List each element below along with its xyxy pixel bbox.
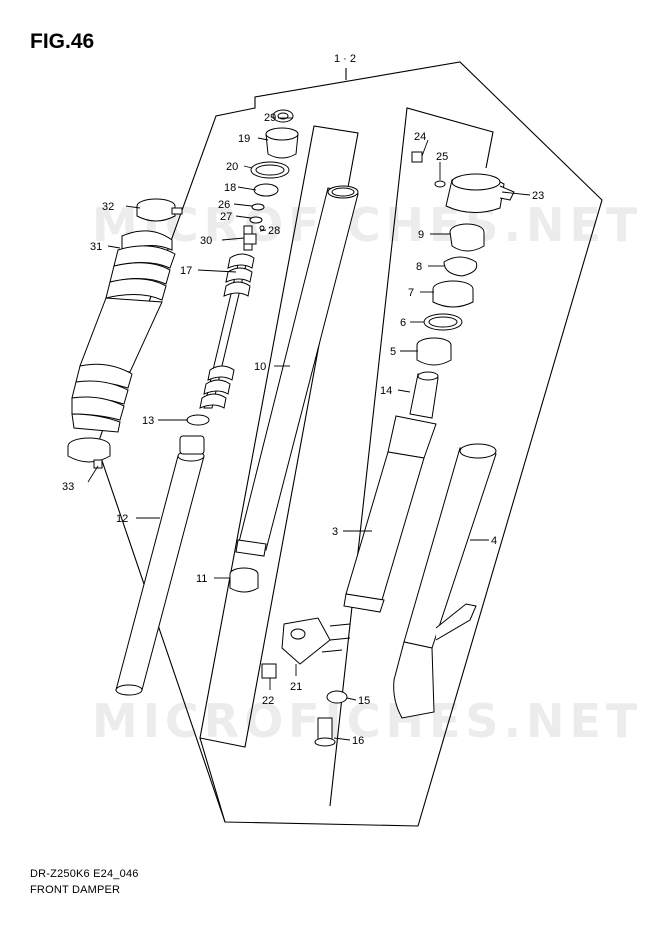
nut-22 — [261, 663, 277, 679]
damper-cylinder — [235, 185, 359, 557]
right-group-outline — [329, 107, 494, 807]
callout-26: 26 — [218, 199, 230, 211]
clamp-lower — [67, 437, 111, 469]
callout-15: 15 — [358, 695, 370, 707]
washer-18 — [253, 183, 279, 197]
assembly-outline — [96, 61, 603, 827]
callout-29: 29 — [264, 112, 276, 124]
callout-4: 4 — [491, 535, 497, 547]
callout-23: 23 — [532, 190, 544, 202]
callout-12: 12 — [116, 513, 128, 525]
outer-tube — [115, 435, 205, 696]
circlip-8 — [443, 256, 478, 277]
bolt-24 — [411, 151, 423, 163]
callout-16: 16 — [352, 735, 364, 747]
ring-11 — [229, 567, 259, 593]
nut-30 — [243, 233, 257, 245]
callout-labels: 1 · 2 29 19 20 18 26 27 28 30 17 32 31 1… — [62, 53, 544, 747]
inner-panel — [199, 125, 359, 748]
assembly-label: 1 · 2 — [334, 53, 356, 65]
callout-33: 33 — [62, 481, 74, 493]
callout-3: 3 — [332, 526, 338, 538]
collar-15 — [326, 690, 348, 704]
figure-code: DR-Z250K6 E24_046 — [30, 868, 139, 880]
callout-14: 14 — [380, 385, 392, 397]
callout-11: 11 — [196, 573, 207, 585]
inner-tube — [343, 371, 439, 613]
ring-6 — [423, 313, 463, 331]
callout-31: 31 — [90, 241, 102, 253]
callout-18: 18 — [224, 182, 236, 194]
cap-9 — [449, 223, 485, 252]
callout-6: 6 — [400, 317, 406, 329]
cap-bolt-19 — [265, 133, 299, 159]
callout-7: 7 — [408, 287, 414, 299]
callout-5: 5 — [390, 346, 396, 358]
seal-5 — [416, 337, 452, 366]
callout-20: 20 — [226, 161, 238, 173]
washer-26 — [251, 203, 265, 211]
damper-rod — [199, 225, 255, 409]
figure-title: FIG.46 — [30, 30, 95, 53]
top-cap-parts — [249, 109, 299, 231]
lower-leg — [393, 443, 497, 719]
watermark-bottom: MICROFICHES.NET — [92, 694, 643, 748]
callout-25: 25 — [436, 151, 448, 163]
ring-13 — [186, 414, 210, 426]
figure-name: FRONT DAMPER — [30, 884, 121, 896]
callout-21: 21 — [290, 681, 302, 693]
drain-plug — [314, 717, 336, 747]
dust-boot — [71, 230, 176, 433]
callout-24: 24 — [414, 131, 426, 143]
callout-8: 8 — [416, 261, 422, 273]
bush-7 — [432, 280, 474, 308]
callout-17: 17 — [180, 265, 192, 277]
callout-27: 27 — [220, 211, 232, 223]
washer-25 — [434, 180, 446, 188]
callout-30: 30 — [200, 235, 212, 247]
washer-27 — [249, 216, 263, 224]
callout-28: 28 — [268, 225, 280, 237]
clamp-upper — [136, 198, 183, 222]
callout-19: 19 — [238, 133, 250, 145]
callout-10: 10 — [254, 361, 266, 373]
ball-28 — [259, 225, 265, 231]
top-housing — [411, 151, 515, 213]
callout-32: 32 — [102, 201, 114, 213]
callout-9: 9 — [418, 229, 424, 241]
callout-22: 22 — [262, 695, 274, 707]
callout-13: 13 — [142, 415, 154, 427]
axle-clamp — [261, 617, 351, 679]
